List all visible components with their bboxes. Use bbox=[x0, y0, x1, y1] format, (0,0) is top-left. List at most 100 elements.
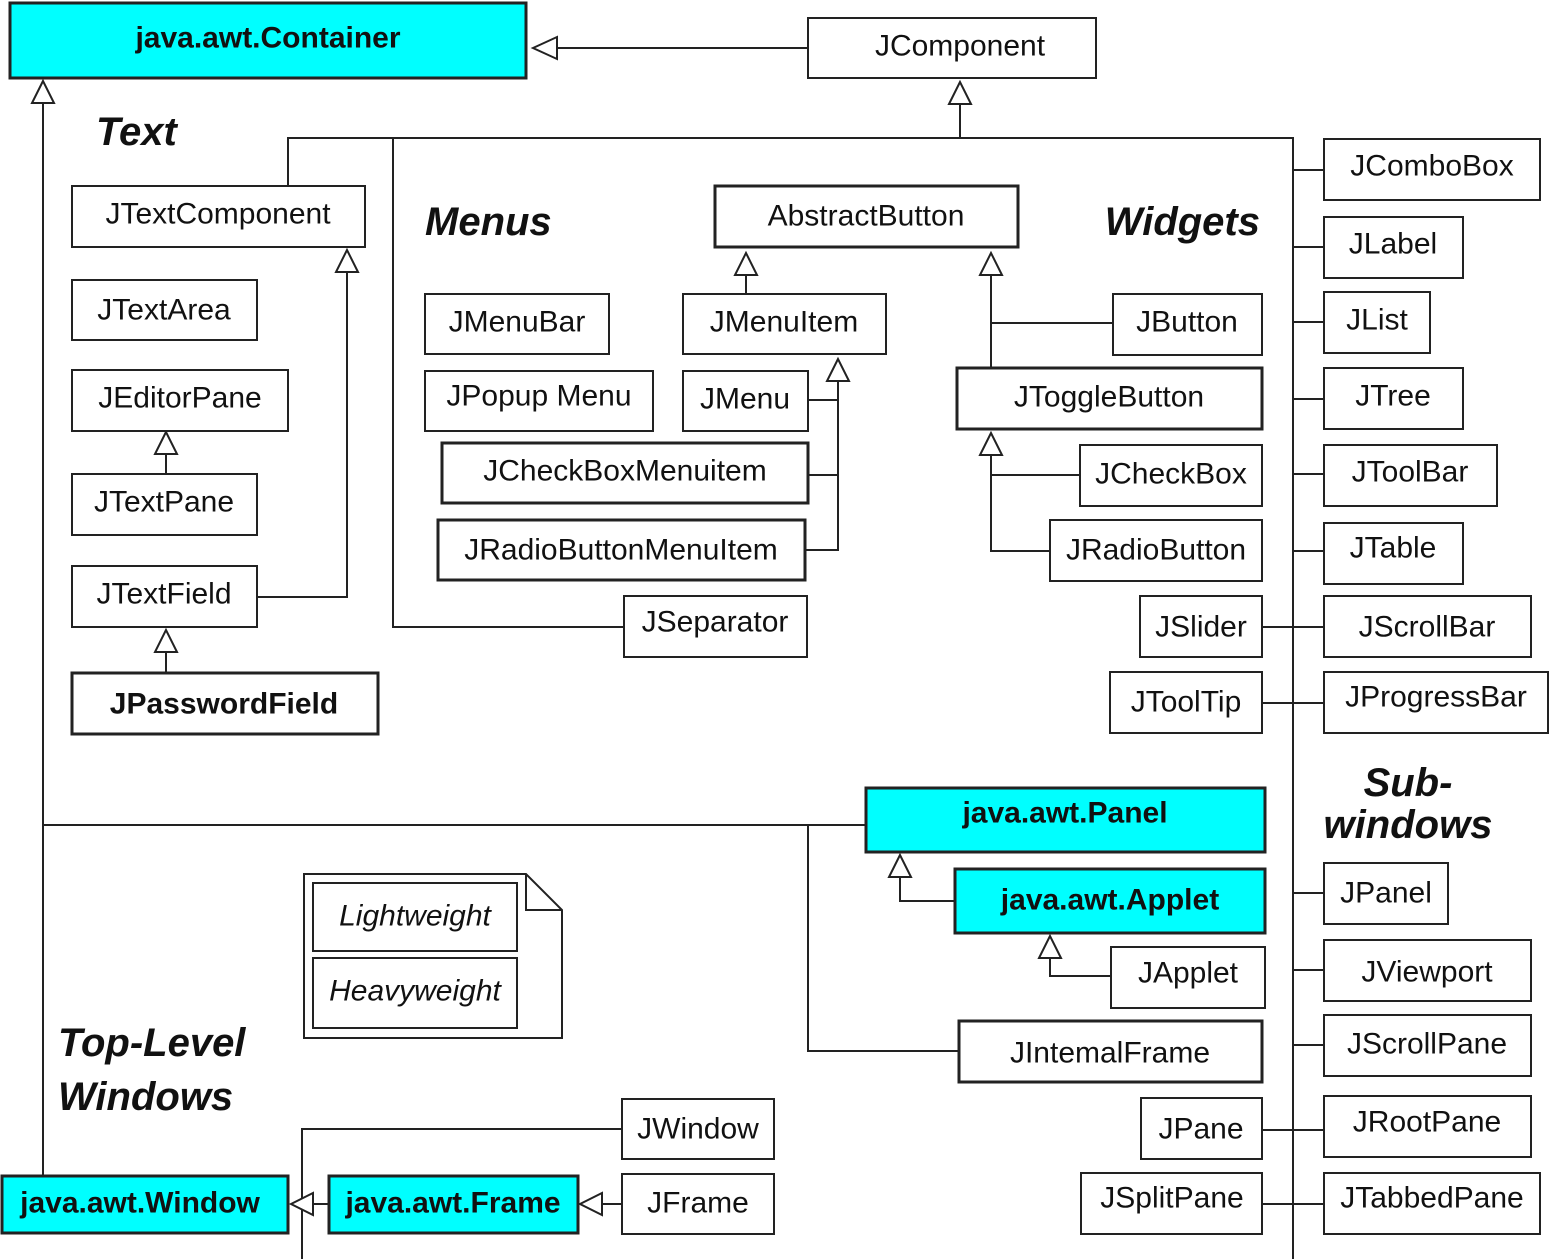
arrowhead-jmenuitem-to-abstractbutton bbox=[733, 250, 759, 276]
node-jtextfield: JTextField bbox=[71, 565, 258, 628]
node-jseparator: JSeparator bbox=[623, 595, 808, 658]
node-jviewport: JViewport bbox=[1323, 939, 1532, 1002]
node-jpane: JPane bbox=[1140, 1097, 1263, 1160]
svg-text:JEditorPane: JEditorPane bbox=[98, 382, 261, 415]
node-jinternalframe: JIntemalFrame bbox=[957, 1019, 1264, 1084]
svg-text:java.awt.Panel: java.awt.Panel bbox=[961, 797, 1167, 830]
arrowhead-frame-to-window bbox=[288, 1191, 314, 1217]
svg-text:JTable: JTable bbox=[1350, 532, 1437, 565]
svg-text:JComboBox: JComboBox bbox=[1350, 150, 1513, 183]
svg-text:JTextComponent: JTextComponent bbox=[105, 198, 331, 231]
svg-text:JScrollBar: JScrollBar bbox=[1359, 611, 1496, 644]
svg-text:JPanel: JPanel bbox=[1340, 877, 1432, 910]
arrowhead-window-to-container bbox=[30, 78, 56, 104]
node-jrootpane: JRootPane bbox=[1323, 1095, 1532, 1158]
class-nodes: java.awt.Container JComponent JTextCompo… bbox=[0, 1, 1549, 1235]
node-jlist: JList bbox=[1323, 291, 1431, 354]
node-jpasswordfield: JPasswordField bbox=[70, 671, 380, 736]
svg-text:java.awt.Container: java.awt.Container bbox=[134, 22, 400, 55]
section-subwindows-title-line1: Sub- bbox=[1364, 761, 1453, 805]
svg-text:JMenu: JMenu bbox=[700, 383, 790, 416]
node-jsplitpane: JSplitPane bbox=[1080, 1172, 1263, 1235]
svg-text:JRadioButton: JRadioButton bbox=[1066, 534, 1246, 567]
legend-heavyweight-label: Heavyweight bbox=[329, 975, 502, 1008]
svg-text:JRootPane: JRootPane bbox=[1353, 1106, 1501, 1139]
svg-text:JSlider: JSlider bbox=[1155, 611, 1247, 644]
legend-lightweight-label: Lightweight bbox=[339, 900, 492, 933]
legend-note: Lightweight Heavyweight bbox=[303, 873, 563, 1039]
svg-text:JPane: JPane bbox=[1158, 1113, 1243, 1146]
section-menus-title: Menus bbox=[425, 200, 552, 244]
svg-text:JPopup Menu: JPopup Menu bbox=[446, 380, 631, 413]
section-text-title: Text bbox=[96, 110, 178, 154]
inheritance-arrowheads bbox=[30, 35, 1063, 1217]
svg-text:JLabel: JLabel bbox=[1349, 228, 1437, 261]
arrowhead-to-jeditorpane bbox=[153, 429, 179, 455]
arrowhead-to-jtextcomponent bbox=[334, 247, 360, 273]
arrowhead-jframe-to-frame bbox=[577, 1191, 603, 1217]
node-jtextpane: JTextPane bbox=[71, 473, 258, 536]
node-jlabel: JLabel bbox=[1323, 216, 1464, 279]
node-jradiobutton: JRadioButton bbox=[1049, 519, 1263, 582]
node-jtree: JTree bbox=[1323, 367, 1464, 430]
section-subwindows-title-line2: windows bbox=[1324, 803, 1493, 847]
arrowhead-to-panel bbox=[887, 852, 913, 878]
legend-lightweight-box bbox=[312, 882, 518, 952]
node-jmenu: JMenu bbox=[682, 370, 809, 432]
node-java-awt-frame: java.awt.Frame bbox=[327, 1174, 580, 1235]
node-jtooltip: JToolTip bbox=[1109, 671, 1263, 734]
section-titles: Text Menus Widgets Sub- windows Top-Leve… bbox=[58, 110, 1492, 1119]
node-jtogglebutton: JToggleButton bbox=[955, 366, 1264, 431]
node-jcheckbox: JCheckBox bbox=[1079, 444, 1263, 507]
svg-text:AbstractButton: AbstractButton bbox=[768, 200, 965, 233]
section-toplevel-title-line1: Top-Level bbox=[58, 1021, 246, 1065]
svg-text:java.awt.Frame: java.awt.Frame bbox=[344, 1187, 560, 1220]
node-java-awt-panel: java.awt.Panel bbox=[864, 786, 1267, 854]
node-jprogressbar: JProgressBar bbox=[1323, 671, 1549, 734]
node-jpopupmenu: JPopup Menu bbox=[424, 370, 654, 432]
svg-text:JRadioButtonMenuItem: JRadioButtonMenuItem bbox=[464, 534, 778, 567]
section-widgets-title: Widgets bbox=[1105, 200, 1260, 244]
arrowhead-to-applet bbox=[1037, 933, 1063, 959]
svg-text:JCheckBoxMenuitem: JCheckBoxMenuitem bbox=[483, 455, 766, 488]
svg-text:JSplitPane: JSplitPane bbox=[1100, 1182, 1243, 1215]
svg-text:JCheckBox: JCheckBox bbox=[1095, 458, 1247, 491]
svg-text:JProgressBar: JProgressBar bbox=[1345, 681, 1527, 714]
arrowhead-widgets-to-abstractbutton bbox=[978, 250, 1004, 276]
node-jscrollbar: JScrollBar bbox=[1323, 595, 1532, 658]
svg-text:JToolTip: JToolTip bbox=[1131, 686, 1242, 719]
node-jtabbedpane: JTabbedPane bbox=[1323, 1172, 1541, 1235]
node-jpanel: JPanel bbox=[1323, 862, 1449, 925]
arrowhead-jcomponent-to-container bbox=[530, 35, 558, 61]
node-abstractbutton: AbstractButton bbox=[713, 184, 1020, 249]
node-jslider: JSlider bbox=[1139, 595, 1263, 658]
node-japplet: JApplet bbox=[1110, 946, 1266, 1009]
svg-text:JList: JList bbox=[1346, 304, 1408, 337]
svg-text:JPasswordField: JPasswordField bbox=[110, 688, 338, 721]
svg-text:JMenuItem: JMenuItem bbox=[710, 306, 858, 339]
node-jframe: JFrame bbox=[621, 1173, 775, 1235]
arrowhead-to-jtogglebutton bbox=[978, 430, 1004, 456]
svg-text:JTabbedPane: JTabbedPane bbox=[1340, 1182, 1524, 1215]
svg-text:JToolBar: JToolBar bbox=[1352, 456, 1469, 489]
node-jradiobuttonmenuitem: JRadioButtonMenuItem bbox=[436, 518, 807, 582]
svg-text:java.awt.Window: java.awt.Window bbox=[19, 1187, 260, 1220]
node-jtable: JTable bbox=[1323, 522, 1464, 585]
svg-text:JTextField: JTextField bbox=[96, 578, 231, 611]
node-jmenubar: JMenuBar bbox=[424, 293, 610, 355]
legend-heavyweight-box bbox=[312, 957, 518, 1029]
svg-text:JFrame: JFrame bbox=[647, 1187, 749, 1220]
section-toplevel-title-line2: Windows bbox=[58, 1075, 233, 1119]
svg-text:JIntemalFrame: JIntemalFrame bbox=[1010, 1037, 1210, 1070]
node-jmenuitem: JMenuItem bbox=[682, 293, 887, 355]
arrowhead-to-jmenuitem bbox=[825, 356, 851, 382]
connector-lines bbox=[42, 47, 1324, 1259]
svg-text:java.awt.Applet: java.awt.Applet bbox=[1000, 884, 1219, 917]
node-jtoolbar: JToolBar bbox=[1323, 444, 1498, 507]
svg-text:JViewport: JViewport bbox=[1361, 956, 1493, 989]
node-jwindow: JWindow bbox=[621, 1098, 775, 1160]
node-jtextcomponent: JTextComponent bbox=[71, 185, 366, 248]
svg-text:JMenuBar: JMenuBar bbox=[449, 306, 586, 339]
arrowhead-to-jcomponent bbox=[947, 79, 973, 105]
